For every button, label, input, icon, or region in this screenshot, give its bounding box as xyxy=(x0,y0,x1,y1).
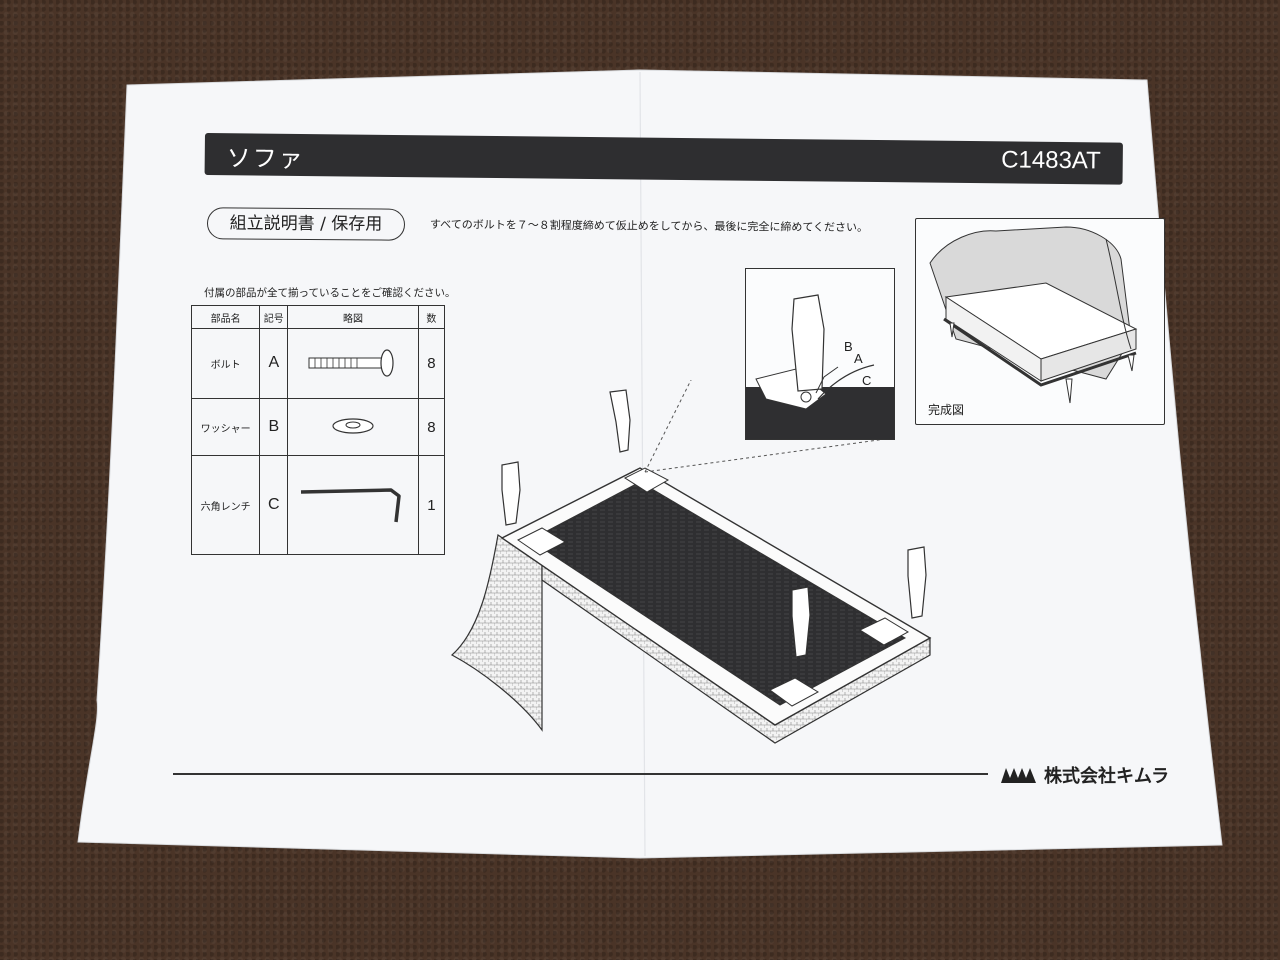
parts-confirm-text: 付属の部品が全て揃っていることをご確認ください。 xyxy=(204,287,456,299)
part-name: ワッシャー xyxy=(190,397,261,457)
part-symbol: C xyxy=(259,455,289,555)
assembly-instruction: すべてのボルトを７〜８割程度締めて仮止めをしてから、最後に完全に締めてください。 xyxy=(429,217,869,235)
company-name: 株式会社キムラ xyxy=(1000,762,1169,788)
completed-illustration: 完成図 xyxy=(915,218,1165,425)
inset-label-a: A xyxy=(854,351,863,366)
model-number: C1483AT xyxy=(1001,146,1101,175)
manual-label: 組立説明書 / 保存用 xyxy=(206,207,406,241)
table-row: ボルト A 8 xyxy=(190,328,446,399)
inset-label-b: B xyxy=(844,339,853,354)
completed-label: 完成図 xyxy=(928,403,965,417)
company-logo-icon xyxy=(1001,768,1036,783)
col-diagram: 略図 xyxy=(287,305,419,329)
footer-divider xyxy=(173,773,988,775)
part-name: 六角レンチ xyxy=(190,455,261,555)
part-symbol: A xyxy=(259,328,289,399)
washer-icon xyxy=(287,397,419,457)
table-row: 六角レンチ C 1 xyxy=(190,455,446,555)
part-qty: 1 xyxy=(417,455,446,555)
part-symbol: B xyxy=(259,397,289,457)
sofa-icon xyxy=(929,226,1138,404)
hex-wrench-icon xyxy=(287,455,419,555)
table-header-row: 部品名 記号 略図 数 xyxy=(190,305,446,329)
parts-table: 部品名 記号 略図 数 ボルト A 8 xyxy=(190,305,446,555)
part-qty: 8 xyxy=(417,328,446,399)
part-name: ボルト xyxy=(190,328,261,399)
col-symbol: 記号 xyxy=(259,305,289,329)
col-part-name: 部品名 xyxy=(190,305,261,329)
assembly-diagram xyxy=(450,380,932,744)
col-qty: 数 xyxy=(417,305,446,329)
company-label: 株式会社キムラ xyxy=(1044,766,1170,787)
bolt-icon xyxy=(287,328,419,399)
inset-label-c: C xyxy=(862,373,872,388)
detail-inset: B A C xyxy=(745,268,895,440)
table-row: ワッシャー B 8 xyxy=(190,397,446,457)
product-title: ソファ xyxy=(226,144,305,174)
